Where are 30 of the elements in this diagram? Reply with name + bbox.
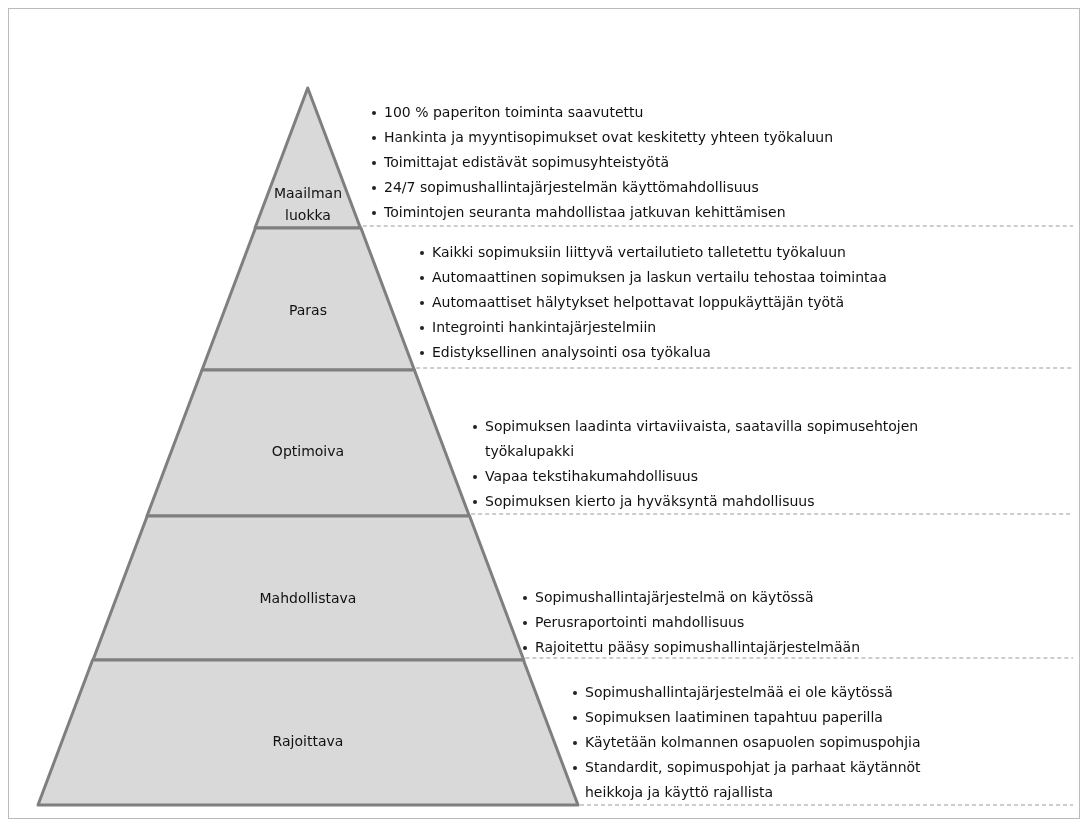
bullet-text: Kaikki sopimuksiin liittyvä vertailutieto talletettu työkaluun <box>432 244 846 260</box>
bullet-text: Standardit, sopimuspohjat ja parhaat käytännöt heikkoja ja käyttö rajallista <box>585 759 921 800</box>
bullet-text: Toimintojen seuranta mahdollistaa jatkuvan kehittämisen <box>384 204 786 220</box>
level-label: Mahdollistava <box>258 589 358 608</box>
level-label: Paras <box>287 301 328 320</box>
bullet-text: Rajoitettu pääsy sopimushallintajärjestelmään <box>535 639 860 655</box>
bullet-text: Integrointi hankintajärjestelmiin <box>432 319 657 335</box>
bullet-text: Vapaa tekstihakumahdollisuus <box>485 468 698 484</box>
pyramid-apex-level <box>255 88 361 228</box>
bullet-text: Sopimuksen laadinta virtaviivaista, saatavilla sopimusehtojen työkalupakki <box>485 418 919 459</box>
bullet-text: Hankinta ja myyntisopimukset ovat keskitetty yhteen työkaluun <box>384 129 834 145</box>
bullet-text: Perusraportointi mahdollisuus <box>535 614 745 630</box>
bullet-text: Sopimushallintajärjestelmää ei ole käytössä <box>585 684 893 700</box>
bullet-text: 24/7 sopimushallintajärjestelmän käyttömahdollisuus <box>384 179 759 195</box>
bullet-text: 100 % paperiton toiminta saavutettu <box>384 104 644 120</box>
pyramid-level <box>38 660 578 805</box>
pyramid-level <box>201 228 415 370</box>
bullet-text: Käytetään kolmannen osapuolen sopimuspohjia <box>585 734 921 750</box>
bullet-text: Toimittajat edistävät sopimusyhteistyötä <box>384 154 669 170</box>
bullet-text: Sopimuksen laatiminen tapahtuu paperilla <box>585 709 883 725</box>
level-label: Maailman luokka <box>272 184 344 225</box>
pyramid-level <box>92 516 524 660</box>
bullet-text: Automaattinen sopimuksen ja laskun vertailu tehostaa toimintaa <box>432 269 887 285</box>
bullet-text: Sopimushallintajärjestelmä on käytössä <box>535 589 814 605</box>
bullet-text: Sopimuksen kierto ja hyväksyntä mahdollisuus <box>485 493 815 509</box>
level-label: Rajoittava <box>271 732 345 751</box>
pyramid-level <box>146 370 470 516</box>
bullet-text: Automaattiset hälytykset helpottavat loppukäyttäjän työtä <box>432 294 845 310</box>
bullet-text: Edistyksellinen analysointi osa työkalua <box>432 344 711 360</box>
level-label: Optimoiva <box>270 442 346 461</box>
